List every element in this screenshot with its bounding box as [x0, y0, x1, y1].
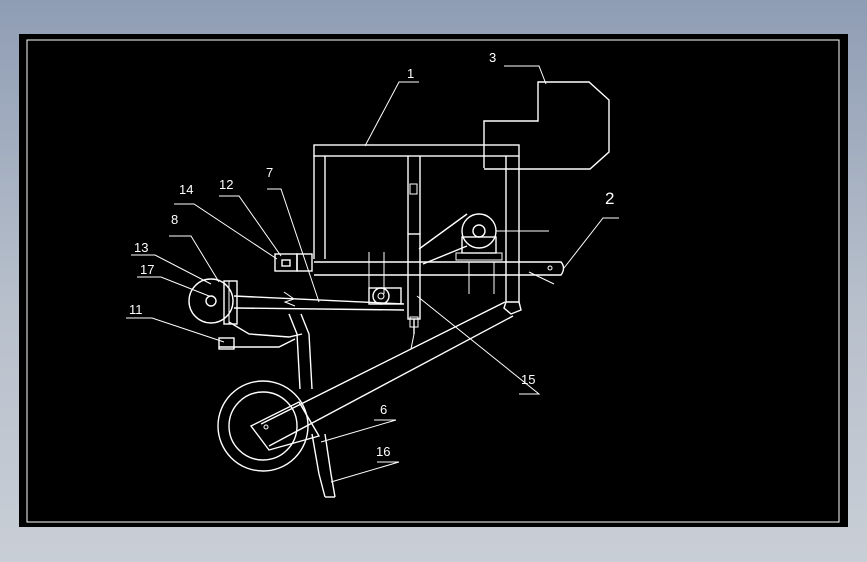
drawing-border	[26, 39, 840, 523]
part-motor-pulley	[418, 213, 549, 265]
part-blocks	[274, 253, 313, 272]
part-drawbar	[314, 261, 565, 285]
part-opener	[311, 433, 336, 498]
label-16: 16	[376, 444, 390, 459]
part-wheel-arm	[249, 301, 514, 451]
mechanical-drawing: 1 3 2 7 12 14 8 13 17 11 15 6 16	[26, 39, 840, 523]
part-labels: 1 3 2 7 12 14 8 13 17 11 15 6 16	[129, 50, 614, 459]
label-3: 3	[489, 50, 496, 65]
label-14: 14	[179, 182, 193, 197]
part-cylinder	[407, 233, 421, 334]
label-15: 15	[521, 372, 535, 387]
label-13: 13	[134, 240, 148, 255]
part-frame	[313, 144, 522, 315]
part-gauge-wheel	[217, 380, 309, 472]
label-11: 11	[129, 302, 143, 317]
part-linkage	[233, 287, 405, 311]
label-2: 2	[605, 189, 614, 208]
label-7: 7	[266, 165, 273, 180]
part-bracket	[218, 321, 303, 350]
guide-ticks	[368, 252, 495, 294]
part-link-rod	[410, 333, 415, 350]
part-shank	[288, 313, 313, 390]
label-17: 17	[140, 262, 154, 277]
label-6: 6	[380, 402, 387, 417]
label-8: 8	[171, 212, 178, 227]
part-hopper	[483, 81, 610, 170]
label-1: 1	[407, 66, 414, 81]
label-12: 12	[219, 177, 233, 192]
part-disc	[188, 278, 238, 325]
cad-viewport[interactable]: 1 3 2 7 12 14 8 13 17 11 15 6 16	[19, 34, 848, 527]
leader-lines	[126, 65, 619, 483]
